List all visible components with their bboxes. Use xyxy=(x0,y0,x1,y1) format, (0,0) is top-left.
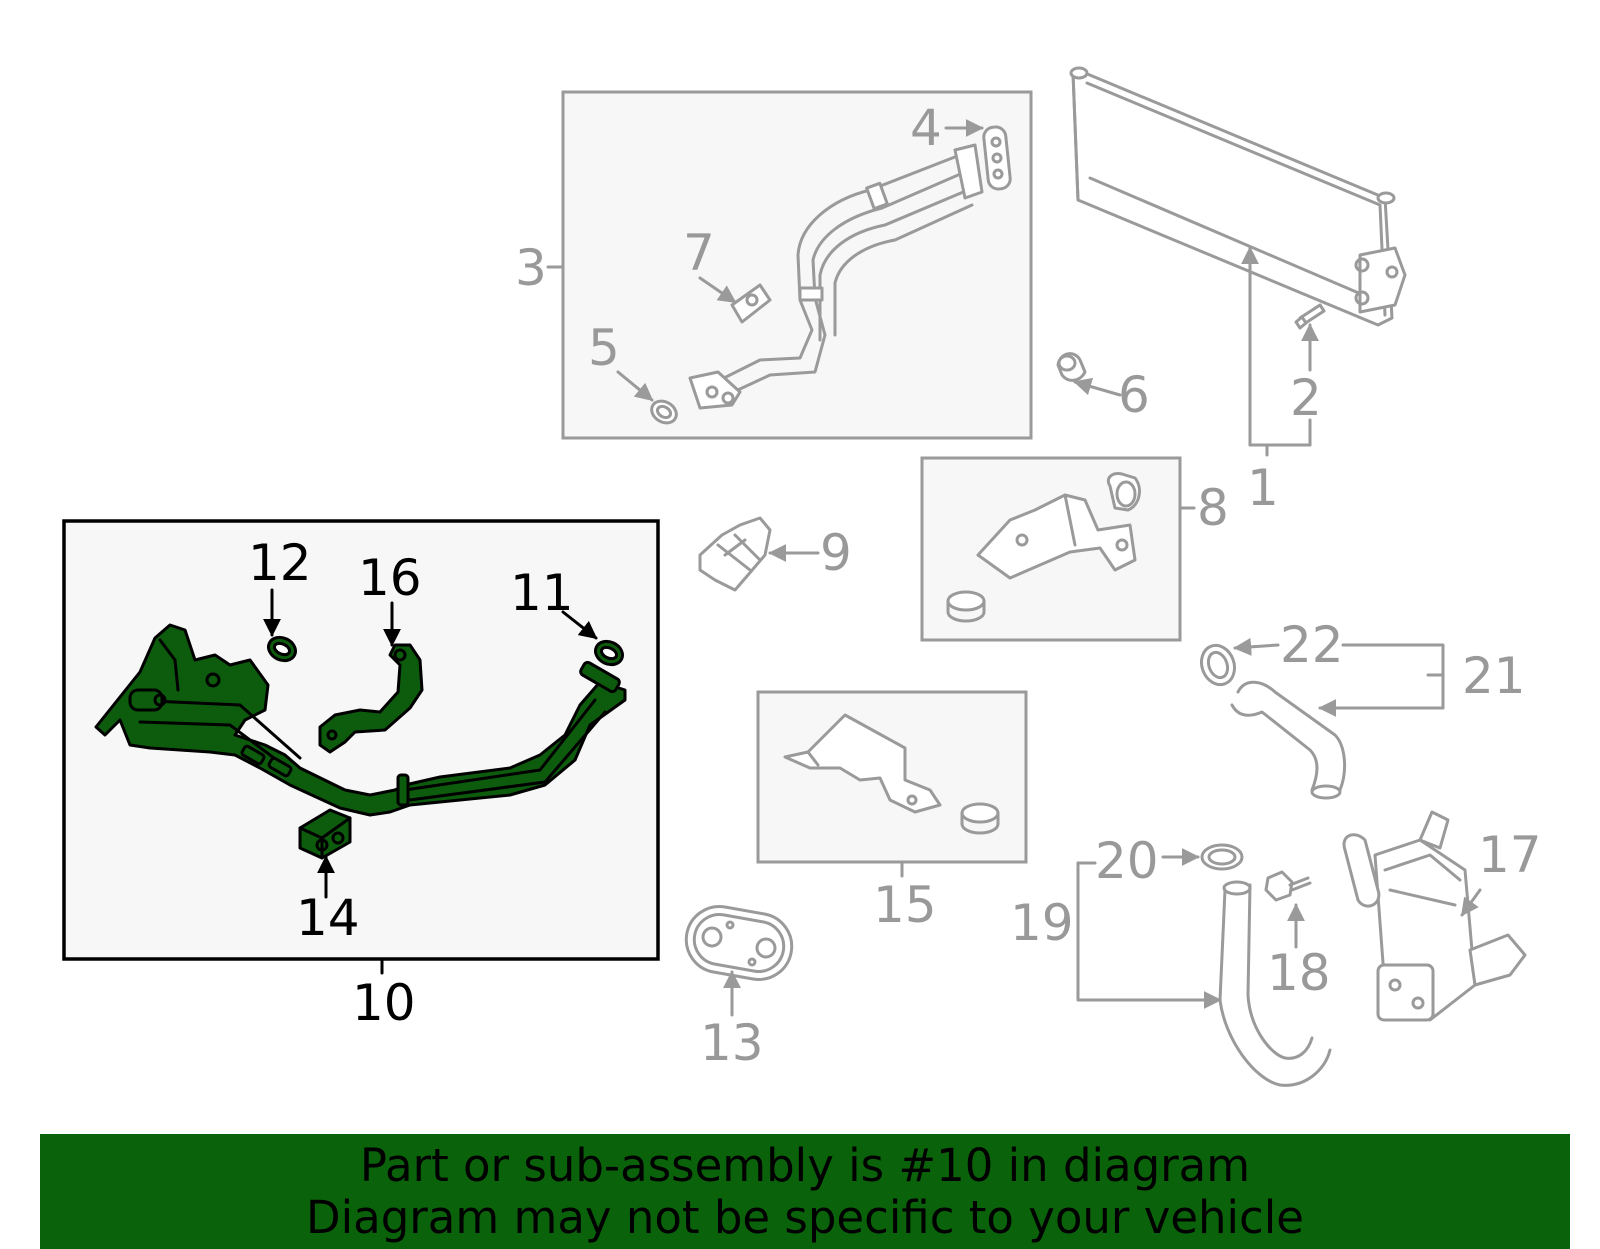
callout-16[interactable]: 16 xyxy=(358,549,422,607)
part-8-bracket[interactable] xyxy=(946,472,1141,623)
callout-5[interactable]: 5 xyxy=(588,319,620,377)
part-9-connector[interactable] xyxy=(698,516,772,592)
info-banner: Part or sub-assembly is #10 in diagram D… xyxy=(40,1134,1570,1249)
banner-line-disclaimer: Diagram may not be specific to your vehi… xyxy=(306,1190,1304,1244)
callout-19[interactable]: 19 xyxy=(1010,894,1074,952)
part-6-cap[interactable] xyxy=(1056,352,1087,382)
part-15-bracket[interactable] xyxy=(783,713,1000,835)
part-10-cooler-pipe-assembly[interactable] xyxy=(94,623,627,817)
part-17-oil-cooler[interactable] xyxy=(1342,810,1527,1022)
part-19-hose[interactable] xyxy=(1218,880,1332,1087)
callout-15[interactable]: 15 xyxy=(873,876,937,934)
callout-17[interactable]: 17 xyxy=(1478,826,1542,884)
callout-11[interactable]: 11 xyxy=(510,564,574,622)
part-11-o-ring[interactable] xyxy=(592,637,627,669)
part-7-clip[interactable] xyxy=(730,283,772,324)
part-16-bracket[interactable] xyxy=(318,643,424,754)
part-12-o-ring[interactable] xyxy=(265,633,300,665)
callout-8[interactable]: 8 xyxy=(1197,479,1229,537)
part-2-pin[interactable] xyxy=(1294,303,1326,330)
callout-14[interactable]: 14 xyxy=(296,889,360,947)
part-21-hose[interactable] xyxy=(1230,680,1347,800)
part-3-cooler-pipe-assembly[interactable] xyxy=(688,143,984,410)
part-22-clamp[interactable] xyxy=(1196,641,1240,690)
callout-9[interactable]: 9 xyxy=(820,524,852,582)
callout-20[interactable]: 20 xyxy=(1095,832,1159,890)
part-18-bolt[interactable] xyxy=(1264,870,1312,902)
callout-18[interactable]: 18 xyxy=(1267,944,1331,1002)
callout-21[interactable]: 21 xyxy=(1462,647,1526,705)
callout-4[interactable]: 4 xyxy=(910,99,942,157)
callout-6[interactable]: 6 xyxy=(1118,366,1150,424)
callout-1[interactable]: 1 xyxy=(1247,459,1279,517)
callout-7[interactable]: 7 xyxy=(683,224,715,282)
part-13-gasket[interactable] xyxy=(681,901,797,984)
callout-10[interactable]: 10 xyxy=(352,974,416,1032)
callout-12[interactable]: 12 xyxy=(248,534,312,592)
part-1-cooler-core[interactable] xyxy=(1069,66,1407,327)
banner-line-part: Part or sub-assembly is #10 in diagram xyxy=(359,1138,1251,1192)
callout-2[interactable]: 2 xyxy=(1290,369,1322,427)
part-20-clamp[interactable] xyxy=(1200,843,1244,871)
callout-3[interactable]: 3 xyxy=(515,239,547,297)
part-4-gasket[interactable] xyxy=(982,125,1012,191)
callout-22[interactable]: 22 xyxy=(1280,616,1344,674)
part-5-o-ring[interactable] xyxy=(648,397,681,427)
callout-13[interactable]: 13 xyxy=(700,1014,764,1072)
part-14-clip[interactable] xyxy=(298,808,352,860)
